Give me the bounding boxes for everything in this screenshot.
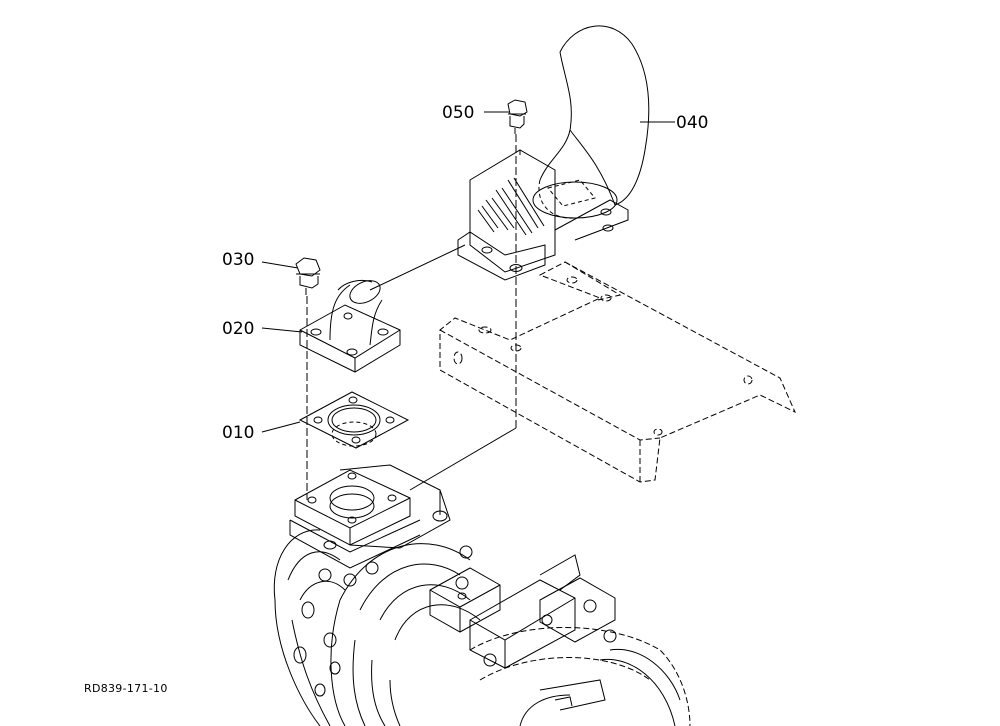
gasket xyxy=(298,391,410,449)
callout-020: 020 xyxy=(222,319,254,339)
heat-shield xyxy=(439,261,797,483)
callout-010: 010 xyxy=(222,423,254,443)
assembly-leader xyxy=(369,244,466,291)
callout-040: 040 xyxy=(676,113,708,133)
tail-pipe xyxy=(532,25,650,219)
drawing-reference-code: RD839-171-10 xyxy=(84,682,168,695)
callout-050: 050 xyxy=(442,103,474,123)
dpf-outlet-assembly xyxy=(273,464,691,726)
bolt-030 xyxy=(295,257,321,500)
assembly-leader xyxy=(409,427,517,491)
tail-pipe-bracket xyxy=(457,149,629,281)
elbow-pipe-flange xyxy=(299,279,401,373)
bolt-050 xyxy=(507,99,528,430)
callout-030: 030 xyxy=(222,250,254,270)
callout-leaders xyxy=(261,111,675,433)
